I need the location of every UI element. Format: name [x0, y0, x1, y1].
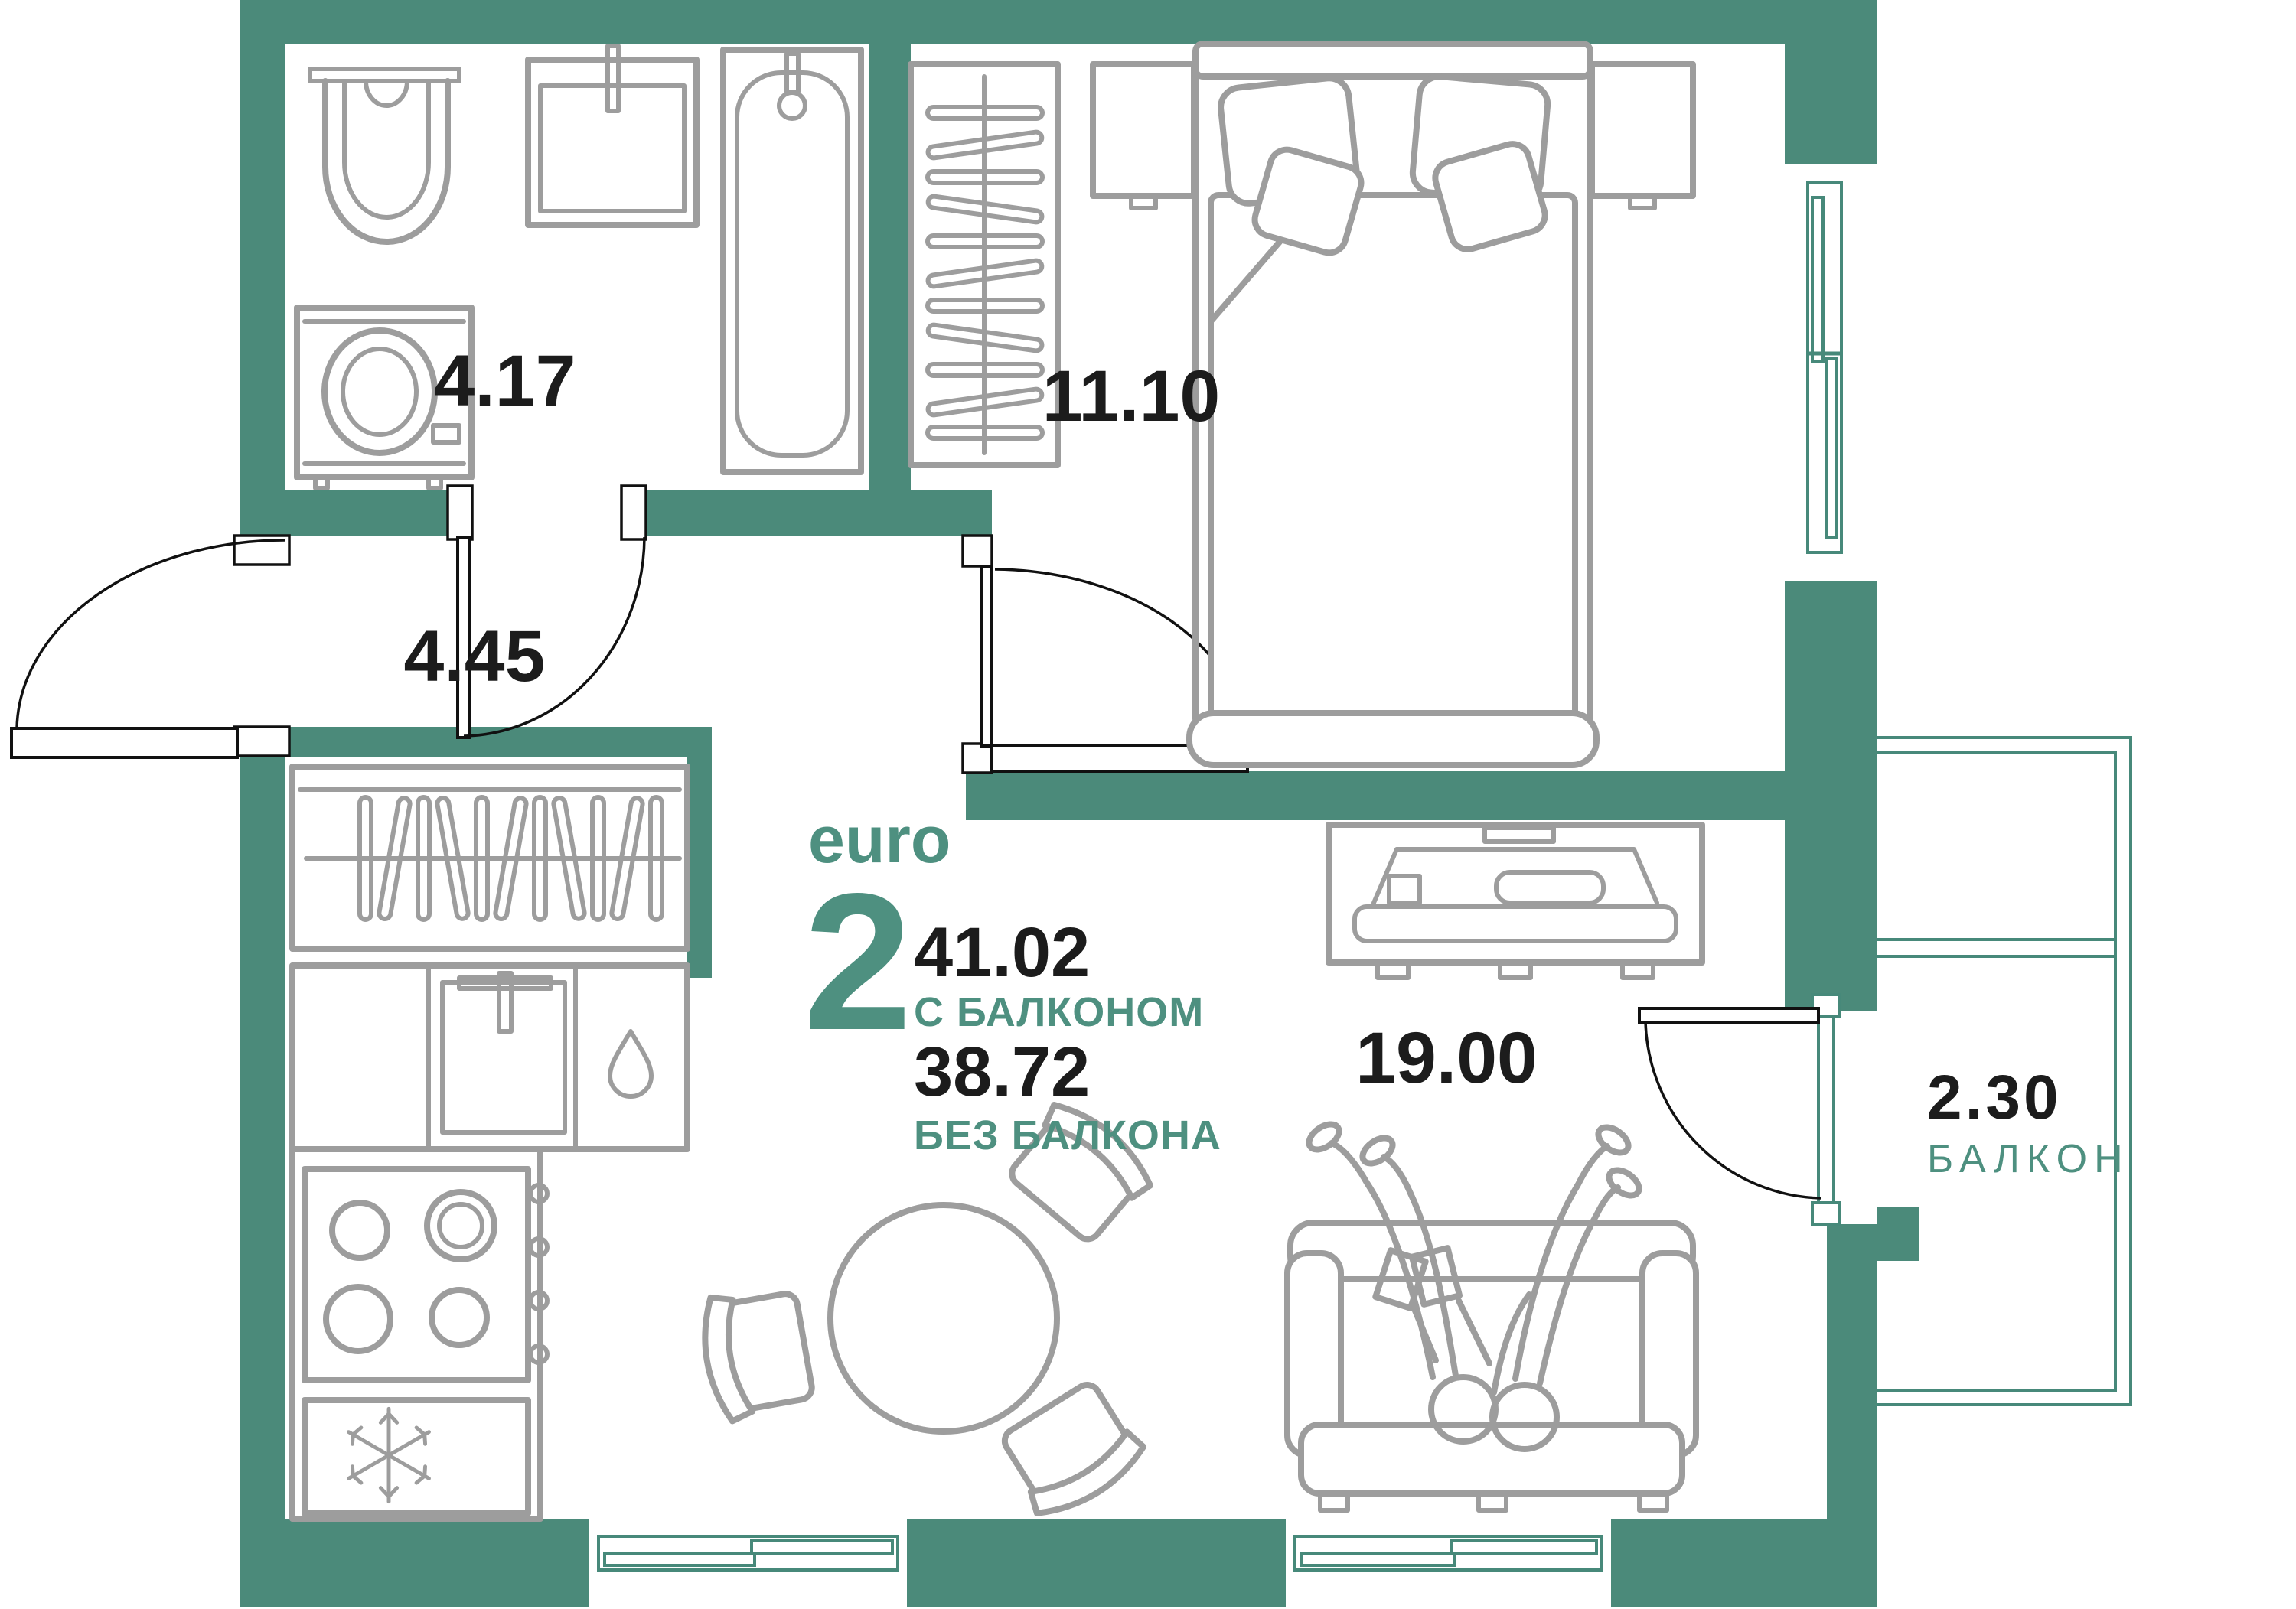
- kitchen-sink-icon: [440, 971, 567, 1135]
- area-with-balcony-value: 41.02: [914, 914, 1090, 992]
- bathroom: [294, 44, 864, 490]
- balcony-door-leaf: [1638, 1007, 1820, 1024]
- hallway-closet-icon: [289, 764, 690, 952]
- kitchen-counter-top-row: [289, 962, 690, 1152]
- tv-stand-icon: [1326, 822, 1705, 980]
- entrance-door-leaf: [10, 727, 239, 759]
- living-window-1: [589, 1519, 907, 1607]
- nightstand-right: [1589, 61, 1696, 210]
- bedroom-door-jamb-bottom: [961, 742, 993, 774]
- bed-icon: [1186, 41, 1600, 768]
- dining-chair: [702, 1291, 815, 1425]
- balcony-area-label: 2.30: [1927, 1063, 2062, 1132]
- bedroom-area-label: 11.10: [1042, 356, 1221, 437]
- rooms-count-label: 2: [804, 853, 912, 1071]
- balcony-door: [1638, 993, 1877, 1226]
- bedroom-window: [1785, 164, 1877, 581]
- dishwasher-drop-icon: [608, 1029, 654, 1099]
- unit-type-label: euro: [808, 803, 951, 877]
- washing-machine-icon: [294, 305, 475, 490]
- bathroom-door: [446, 484, 647, 739]
- bathtub-icon: [720, 47, 864, 475]
- dining-chair: [1009, 1101, 1153, 1243]
- entrance-door: [10, 534, 291, 759]
- without-balcony-caption: БЕЗ БАЛКОНА: [914, 1112, 1221, 1158]
- room-labels: 4.17 4.45 11.10 19.00 2.30 БАЛКОН: [404, 340, 2130, 1181]
- people-illustration: [1306, 1121, 1642, 1452]
- bathroom-sink-icon: [525, 44, 700, 228]
- snowflake-icon: [347, 1406, 431, 1504]
- area-without-balcony-value: 38.72: [914, 1033, 1090, 1111]
- entrance-door-swing-arc: [15, 539, 285, 729]
- title-block: euro 2 41.02 С БАЛКОНОМ 38.72 БЕЗ БАЛКОН…: [804, 803, 1221, 1158]
- bedroom-door-closed-line: [980, 565, 993, 748]
- pillows: [1218, 73, 1551, 256]
- sofa-icon: [1284, 1121, 1699, 1513]
- with-balcony-caption: С БАЛКОНОМ: [914, 989, 1204, 1035]
- nightstand-left: [1090, 61, 1197, 210]
- bathroom-door-leaf: [456, 536, 471, 739]
- walls: [240, 0, 1919, 1607]
- living-kitchen-area-label: 19.00: [1355, 1018, 1538, 1099]
- bathroom-area-label: 4.17: [435, 340, 576, 422]
- hallway-area-label: 4.45: [404, 616, 546, 697]
- bathroom-door-swing-arc: [463, 536, 646, 738]
- entrance-door-jamb-bottom: [233, 725, 291, 757]
- balcony-caption-label: БАЛКОН: [1927, 1137, 2130, 1181]
- toilet-icon: [308, 67, 461, 245]
- balcony-outline: [1877, 736, 2132, 1406]
- bathroom-door-jamb-right: [620, 484, 647, 541]
- balcony-door-swing-arc: [1644, 1021, 1822, 1200]
- fridge-icon: [302, 1397, 531, 1516]
- dining-chair: [1001, 1382, 1147, 1516]
- bedroom-door-jamb-top: [961, 534, 993, 568]
- bathroom-door-jamb-left: [446, 484, 474, 541]
- dining-table-icon: [827, 1202, 1060, 1435]
- bedroom-wardrobe-icon: [908, 61, 1061, 468]
- kitchen-counter-column: [289, 1146, 543, 1522]
- stove-icon: [302, 1166, 550, 1383]
- living-window-2: [1286, 1519, 1611, 1607]
- bedroom: [908, 41, 1696, 768]
- kitchen: [289, 962, 690, 1522]
- dining-set: [702, 1101, 1153, 1516]
